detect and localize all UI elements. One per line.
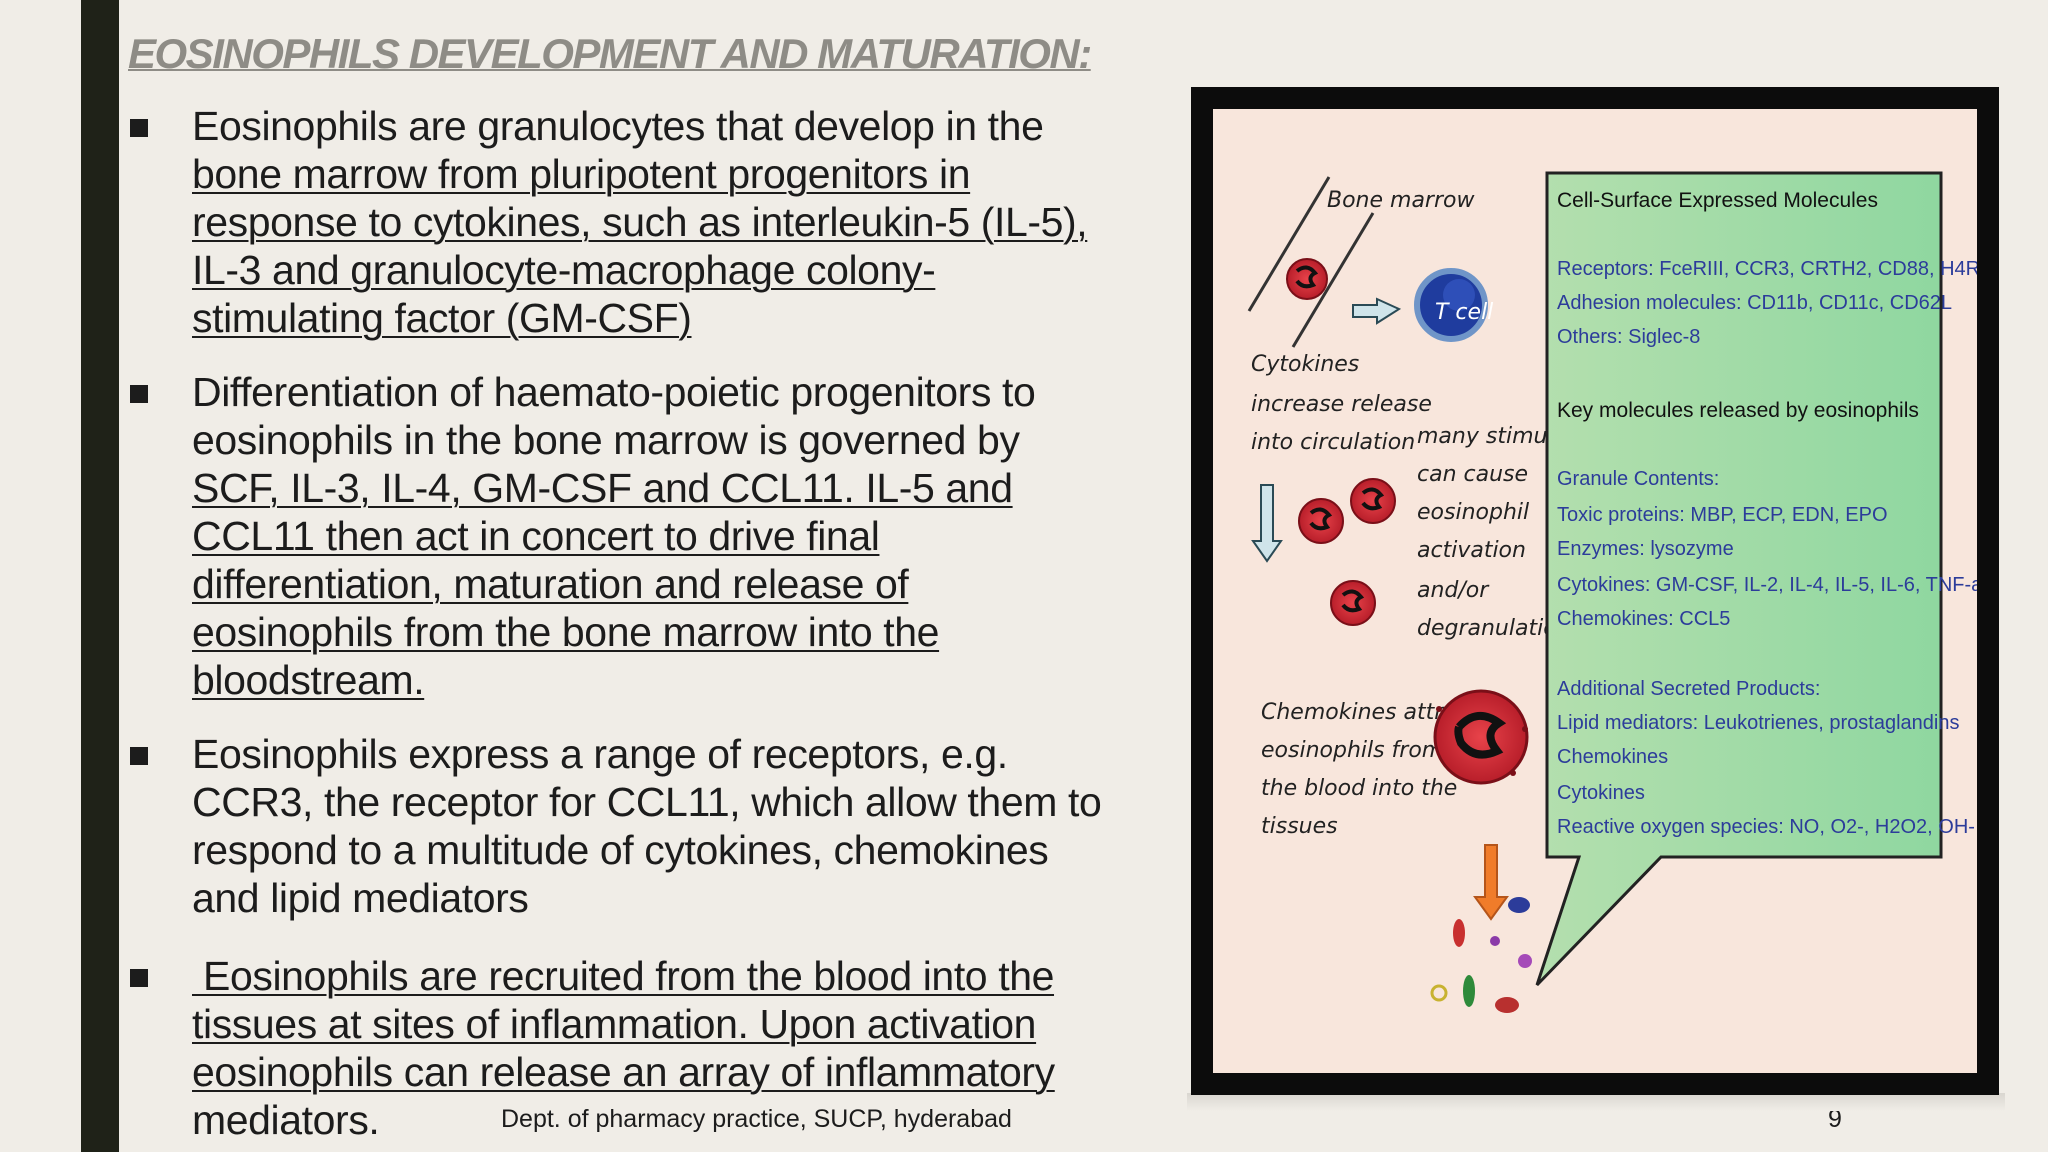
bullet-line: tissues at sites of inflammation. Upon a… — [192, 1001, 1037, 1047]
box-line: Adhesion molecules: CD11b, CD11c, CD62L — [1557, 292, 1952, 314]
bone-marrow-label: Bone marrow — [1327, 188, 1475, 213]
figure-frame: Bone marrow T cell Cytokines increase re… — [1191, 87, 1999, 1095]
slide-title: EOSINOPHILS DEVELOPMENT AND MATURATION: — [128, 30, 1092, 77]
stimuli-label: activation — [1417, 538, 1526, 563]
bullet-item-4: Eosinophils are recruited from the blood… — [128, 952, 1242, 1144]
bullet-line: differentiation, maturation and release … — [192, 561, 909, 607]
activated-eosinophil-icon — [1433, 689, 1529, 785]
granule-icon — [1453, 919, 1465, 947]
bullet-square-icon — [130, 747, 148, 765]
t-cell-icon: T cell — [1414, 268, 1493, 342]
stimuli-label: many stimuli — [1417, 424, 1560, 449]
bullet-line: mediators. — [192, 1097, 380, 1143]
molecules-callout-box — [1535, 171, 1943, 987]
granule-icon — [1518, 954, 1532, 968]
bullet-line: SCF, IL-3, IL-4, GM-CSF and CCL11. IL-5 … — [192, 465, 1013, 511]
bone-marrow-line — [1247, 176, 1331, 312]
granule-icon — [1508, 897, 1530, 913]
page-number: 9 — [1828, 1105, 1842, 1133]
box-line: Enzymes: lysozyme — [1557, 538, 1734, 560]
bullet-square-icon — [130, 119, 148, 137]
box-title: Cell-Surface Expressed Molecules — [1557, 189, 1878, 212]
svg-text:T cell: T cell — [1435, 300, 1493, 325]
granule-icon — [1463, 975, 1475, 1007]
bullet-square-icon — [130, 969, 148, 987]
chemokines-label: eosinophils from — [1261, 738, 1443, 763]
figure-shadow — [1187, 1093, 2005, 1111]
box-line: Chemokines: CCL5 — [1557, 608, 1730, 630]
eosinophil-cell-icon — [1286, 258, 1328, 300]
bullet-line: Eosinophils are recruited from the blood… — [192, 953, 1055, 999]
bullet-line: Eosinophils are granulocytes that develo… — [192, 103, 1044, 149]
bullet-line: bone marrow from pluripotent progenitors… — [192, 151, 971, 197]
bullet-line: eosinophils in the bone marrow is govern… — [192, 417, 1020, 463]
box-line: Cytokines: GM-CSF, IL-2, IL-4, IL-5, IL-… — [1557, 574, 1977, 596]
box-line: Cytokines — [1557, 782, 1645, 804]
bullet-square-icon — [130, 385, 148, 403]
bullet-line: eosinophils can release an array of infl… — [192, 1049, 1055, 1095]
granule-icon — [1495, 997, 1519, 1013]
left-accent-bar — [81, 0, 119, 1152]
bullet-item-2: Differentiation of haemato-poietic proge… — [128, 368, 1242, 704]
arrow-left-icon — [1352, 297, 1402, 325]
stimuli-label: degranulation — [1417, 616, 1571, 641]
cytokines-label: Cytokines — [1251, 352, 1359, 377]
diagram-svg: Bone marrow T cell Cytokines increase re… — [1247, 171, 1983, 1013]
bullet-item-3: Eosinophils express a range of receptors… — [128, 730, 1242, 922]
box-line: Lipid mediators: Leukotrienes, prostagla… — [1557, 712, 1959, 734]
bullet-line: respond to a multitude of cytokines, che… — [192, 827, 1049, 873]
bone-marrow-line — [1291, 212, 1375, 348]
granule-icon — [1490, 936, 1500, 946]
bullet-line: stimulating factor (GM-CSF) — [192, 295, 692, 341]
box-line: Additional Secreted Products: — [1557, 678, 1821, 700]
eosinophil-cell-icon — [1298, 498, 1344, 544]
arrow-down-icon — [1251, 484, 1283, 563]
bullet-line: CCL11 then act in concert to drive final — [192, 513, 880, 559]
box-line: Receptors: FceRIII, CCR3, CRTH2, CD88, H… — [1557, 258, 1977, 280]
bullet-line: eosinophils from the bone marrow into th… — [192, 609, 940, 655]
eosinophil-cell-icon — [1350, 478, 1396, 524]
chemokines-label: tissues — [1261, 814, 1338, 839]
stimuli-label: can cause — [1417, 462, 1528, 487]
box-line: Chemokines — [1557, 746, 1668, 768]
bullet-line: Eosinophils express a range of receptors… — [192, 731, 1008, 777]
bullet-line: Differentiation of haemato-poietic proge… — [192, 369, 1036, 415]
footer-text: Dept. of pharmacy practice, SUCP, hydera… — [501, 1105, 1012, 1133]
bullet-line: and lipid mediators — [192, 875, 529, 921]
bullet-line: CCR3, the receptor for CCL11, which allo… — [192, 779, 1102, 825]
granule-icon — [1430, 984, 1448, 1002]
cytokines-label: into circulation — [1251, 430, 1415, 455]
stimuli-label: and/or — [1417, 578, 1490, 603]
chemokines-label: the blood into the — [1261, 776, 1457, 801]
eosinophil-diagram: Bone marrow T cell Cytokines increase re… — [1213, 109, 1983, 1073]
box-line: Reactive oxygen species: NO, O2-, H2O2, … — [1557, 816, 1975, 838]
cytokines-label: increase release — [1251, 392, 1432, 417]
bullet-item-1: Eosinophils are granulocytes that develo… — [128, 102, 1242, 342]
box-line: Granule Contents: — [1557, 468, 1719, 490]
bullet-line: IL-3 and granulocyte-macrophage colony- — [192, 247, 936, 293]
bullet-line: response to cytokines, such as interleuk… — [192, 199, 1088, 245]
stimuli-label: eosinophil — [1417, 500, 1529, 525]
box-line: Toxic proteins: MBP, ECP, EDN, EPO — [1557, 504, 1888, 526]
arrow-down-orange-icon — [1473, 844, 1509, 921]
eosinophil-cell-icon — [1330, 580, 1376, 626]
box-subtitle: Key molecules released by eosinophils — [1557, 399, 1919, 422]
box-line: Others: Siglec-8 — [1557, 326, 1700, 348]
bullet-line: bloodstream. — [192, 657, 425, 703]
